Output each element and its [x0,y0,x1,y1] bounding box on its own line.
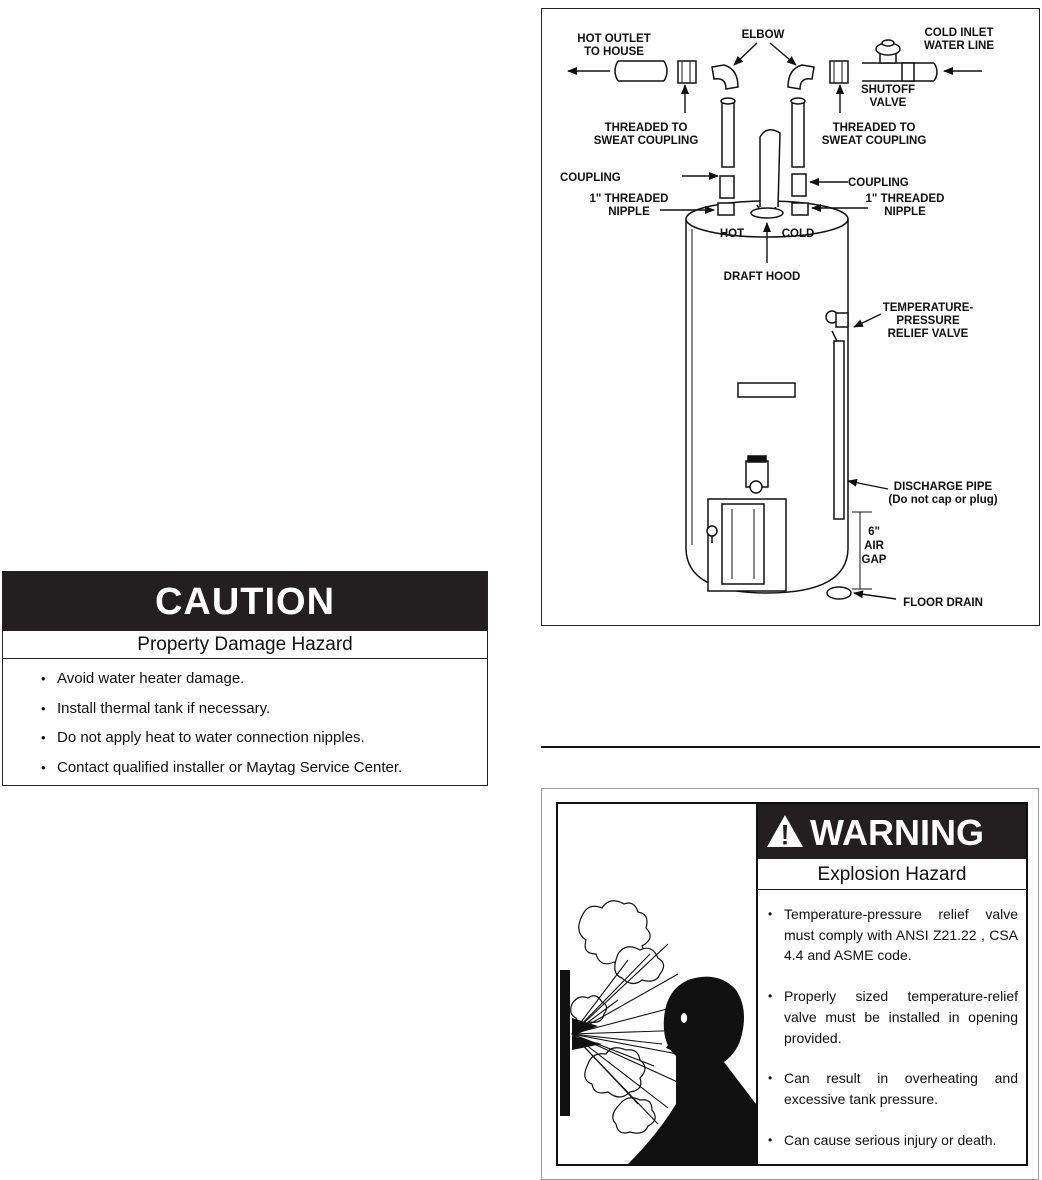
label-air-gap-2: AIR [864,540,885,552]
label-ttsc-right-2: SWEAT COUPLING [822,135,927,147]
label-coupling-right: COUPLING [848,177,909,189]
hot-pipe [721,100,735,168]
discharge-pipe [833,340,845,520]
water-heater-illustration: HOT OUTLET TO HOUSE ELBOW COLD INLET WAT… [560,27,998,609]
hot-nipple [717,202,735,216]
hot-sweat-coupling [677,60,697,84]
cold-nipple [791,202,809,216]
label-tp-valve-2: PRESSURE [896,315,960,327]
water-heater-diagram: HOT OUTLET TO HOUSE ELBOW COLD INLET WAT… [541,8,1040,626]
warning-text-panel: WARNING Explosion Hazard Temperature-pre… [758,804,1026,1164]
warning-list: Temperature-pressure relief valve must c… [758,890,1026,1150]
caution-item: Install thermal tank if necessary. [41,701,487,716]
warning-item: Properly sized temperature-relief valve … [768,986,1018,1048]
caution-list: Avoid water heater damage. Install therm… [3,659,487,775]
alert-triangle-icon [767,815,803,847]
warning-signal-text: WARNING [810,812,984,853]
label-coupling-left: COUPLING [560,172,621,184]
label-cold: COLD [782,228,815,240]
label-cold-inlet-2: WATER LINE [924,40,994,52]
label-tp-valve-3: RELIEF VALVE [888,328,969,340]
label-cold-inlet-1: COLD INLET [925,27,994,39]
warning-item: Temperature-pressure relief valve must c… [768,904,1018,966]
caution-label: CAUTION Property Damage Hazard Avoid wat… [2,571,488,786]
caution-item: Do not apply heat to water connection ni… [41,730,487,745]
caution-hazard-title: Property Damage Hazard [3,631,487,659]
label-nipple-left-2: NIPPLE [608,206,650,218]
label-ttsc-left-2: SWEAT COUPLING [594,135,699,147]
warning-item: Can cause serious injury or death. [768,1130,1018,1151]
label-draft-hood: DRAFT HOOD [724,271,801,283]
warning-signal-word: WARNING [758,804,1026,859]
warning-label: WARNING Explosion Hazard Temperature-pre… [556,802,1028,1166]
cold-coupling [791,173,807,197]
caution-item: Avoid water heater damage. [41,671,487,686]
explosion-pictogram [558,804,758,1164]
label-floor-drain: FLOOR DRAIN [903,597,983,609]
label-ttsc-right-1: THREADED TO [833,122,916,134]
label-hot-outlet-1: HOT OUTLET [577,33,650,45]
label-tp-valve-1: TEMPERATURE- [883,302,974,314]
hot-elbow [711,64,739,90]
warning-hazard-title: Explosion Hazard [758,859,1026,890]
drain-valve [706,525,718,537]
cold-sweat-coupling [829,60,849,84]
label-elbow: ELBOW [742,29,785,41]
label-hot: HOT [720,228,744,240]
label-air-gap-3: GAP [862,554,887,566]
rating-plate [737,382,796,398]
caution-item: Contact qualified installer or Maytag Se… [41,760,487,775]
warning-item: Can result in overheating and excessive … [768,1068,1018,1109]
cold-pipe [791,100,805,168]
label-air-gap-1: 6" [868,526,880,538]
label-discharge-1: DISCHARGE PIPE [894,481,993,493]
caution-signal-word: CAUTION [3,572,487,631]
flue-pipe [759,129,781,208]
label-nipple-right-2: NIPPLE [884,206,926,218]
label-nipple-left-1: 1" THREADED [590,193,669,205]
label-ttsc-left-1: THREADED TO [605,122,688,134]
floor-drain [826,586,852,600]
label-nipple-right-1: 1" THREADED [866,193,945,205]
label-hot-outlet-2: TO HOUSE [584,46,644,58]
section-divider [541,746,1040,748]
cold-elbow [787,64,815,90]
label-discharge-2: (Do not cap or plug) [888,494,997,506]
label-shutoff-2: VALVE [870,97,907,109]
hot-outlet-pipe [618,60,664,82]
label-shutoff-1: SHUTOFF [861,84,915,96]
hot-coupling [719,175,735,199]
